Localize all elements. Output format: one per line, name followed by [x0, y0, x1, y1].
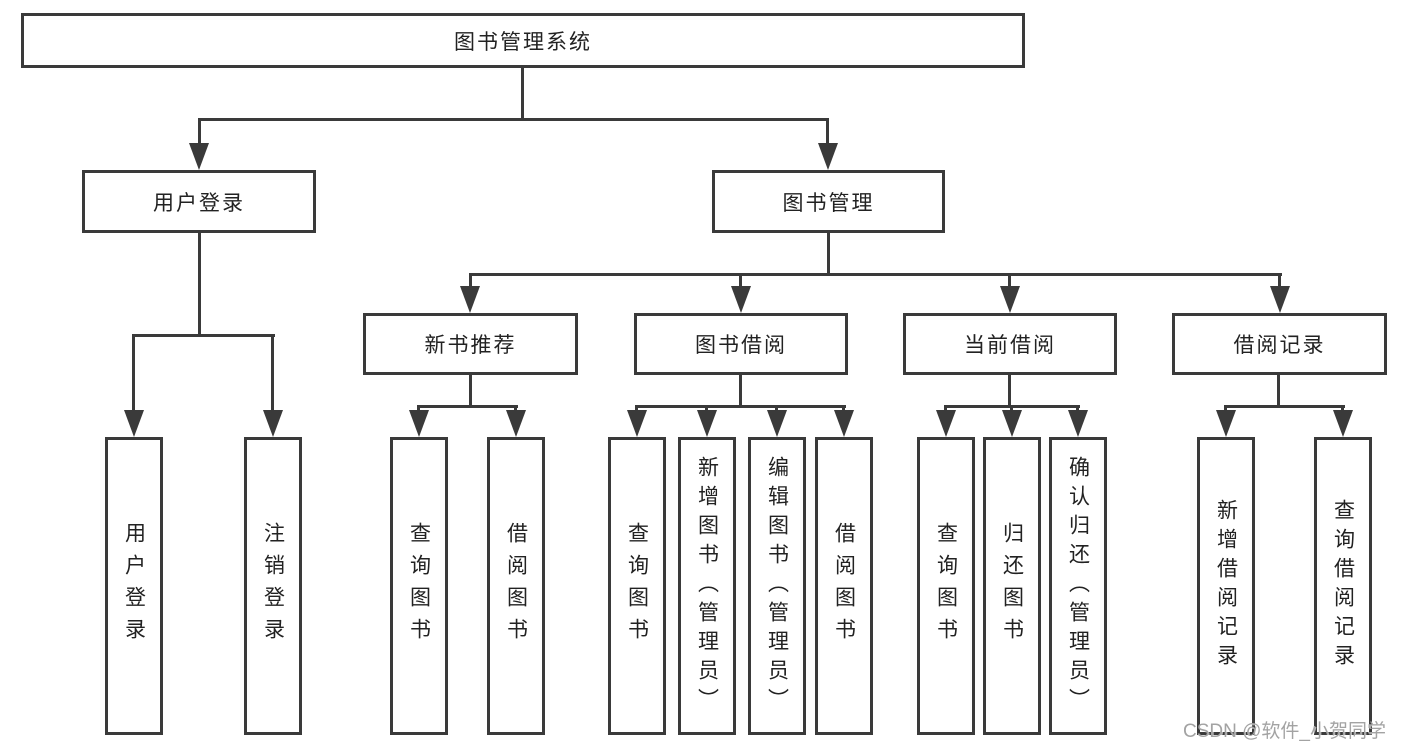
leaf-query-books: 查询图书 — [390, 437, 448, 735]
leaf-label: 确认归还（管理员） — [1066, 455, 1090, 717]
connector-line — [198, 118, 828, 121]
watermark: CSDN @软件_小贺同学 — [1183, 721, 1386, 742]
connector-line — [417, 405, 420, 414]
connector-line — [1224, 405, 1227, 414]
node-user-login: 用户登录 — [82, 170, 316, 233]
arrowhead — [1216, 410, 1236, 437]
arrowhead — [263, 410, 283, 437]
leaf-label: 查询图书 — [934, 522, 958, 650]
node-label: 图书借阅 — [695, 334, 787, 357]
connector-line — [705, 405, 708, 414]
node-library-management-system: 图书管理系统 — [21, 13, 1025, 68]
leaf-label: 编辑图书（管理员） — [765, 455, 789, 717]
connector-line — [469, 273, 1282, 276]
connector-line — [1010, 405, 1013, 414]
connector-line — [944, 405, 947, 414]
leaf-add-book-admin: 新增图书（管理员） — [678, 437, 736, 735]
leaf-label: 注销登录 — [261, 522, 285, 650]
arrowhead — [627, 410, 647, 437]
arrowhead — [1333, 410, 1353, 437]
connector-line — [417, 405, 518, 408]
node-label: 图书管理 — [782, 191, 875, 215]
connector-line — [739, 375, 742, 408]
arrowhead — [1270, 286, 1290, 313]
leaf-edit-book-admin: 编辑图书（管理员） — [748, 437, 806, 735]
leaf-label: 查询图书 — [625, 522, 649, 650]
arrowhead — [1068, 410, 1088, 437]
leaf-return-books: 归还图书 — [983, 437, 1041, 735]
connector-line — [739, 273, 742, 289]
node-borrowing-records: 借阅记录 — [1172, 313, 1387, 375]
connector-line — [469, 273, 472, 289]
leaf-label: 借阅图书 — [832, 522, 856, 650]
node-book-management: 图书管理 — [712, 170, 945, 233]
leaf-query-borrow-record: 查询借阅记录 — [1314, 437, 1372, 735]
arrowhead — [409, 410, 429, 437]
leaf-query-books-2: 查询图书 — [608, 437, 666, 735]
connector-line — [133, 334, 275, 337]
arrowhead — [1002, 410, 1022, 437]
connector-line — [842, 405, 845, 414]
arrowhead — [936, 410, 956, 437]
node-new-book-recommend: 新书推荐 — [363, 313, 578, 375]
leaf-borrow-books-2: 借阅图书 — [815, 437, 873, 735]
leaf-label: 用户登录 — [122, 522, 146, 650]
connector-line — [1341, 405, 1344, 414]
node-label: 当前借阅 — [964, 334, 1056, 357]
leaf-label: 查询借阅记录 — [1331, 499, 1355, 673]
arrowhead — [818, 143, 838, 170]
connector-line — [635, 405, 846, 408]
connector-line — [827, 233, 830, 275]
leaf-borrow-books: 借阅图书 — [487, 437, 545, 735]
connector-line — [521, 68, 524, 121]
arrowhead — [731, 286, 751, 313]
connector-line — [514, 405, 517, 414]
arrowhead — [460, 286, 480, 313]
arrowhead — [189, 143, 209, 170]
leaf-add-borrow-record: 新增借阅记录 — [1197, 437, 1255, 735]
connector-line — [635, 405, 638, 414]
leaf-user-login: 用户登录 — [105, 437, 163, 735]
connector-line — [1277, 375, 1280, 408]
leaf-query-books-3: 查询图书 — [917, 437, 975, 735]
connector-line — [469, 375, 472, 408]
arrowhead — [506, 410, 526, 437]
leaf-label: 新增借阅记录 — [1214, 499, 1238, 673]
node-current-borrowing: 当前借阅 — [903, 313, 1117, 375]
connector-line — [775, 405, 778, 414]
leaf-label: 查询图书 — [407, 522, 431, 650]
arrowhead — [697, 410, 717, 437]
connector-line — [826, 118, 829, 146]
node-label: 新书推荐 — [424, 334, 517, 357]
node-book-borrowing: 图书借阅 — [634, 313, 848, 375]
leaf-label: 新增图书（管理员） — [695, 455, 719, 717]
connector-line — [1076, 405, 1079, 414]
connector-line — [132, 334, 135, 412]
connector-line — [1224, 405, 1345, 408]
node-label: 借阅记录 — [1233, 334, 1326, 357]
connector-line — [271, 334, 274, 412]
arrowhead — [1000, 286, 1020, 313]
node-label: 图书管理系统 — [454, 30, 592, 54]
connector-line — [1278, 273, 1281, 289]
arrowhead — [767, 410, 787, 437]
connector-line — [1008, 375, 1011, 408]
leaf-confirm-return-admin: 确认归还（管理员） — [1049, 437, 1107, 735]
leaf-label: 归还图书 — [1000, 522, 1024, 650]
connector-line — [198, 233, 201, 337]
arrowhead — [834, 410, 854, 437]
leaf-label: 借阅图书 — [504, 522, 528, 650]
node-label: 用户登录 — [153, 191, 245, 215]
arrowhead — [124, 410, 144, 437]
leaf-logout: 注销登录 — [244, 437, 302, 735]
connector-line — [198, 118, 201, 146]
connector-line — [1008, 273, 1011, 289]
